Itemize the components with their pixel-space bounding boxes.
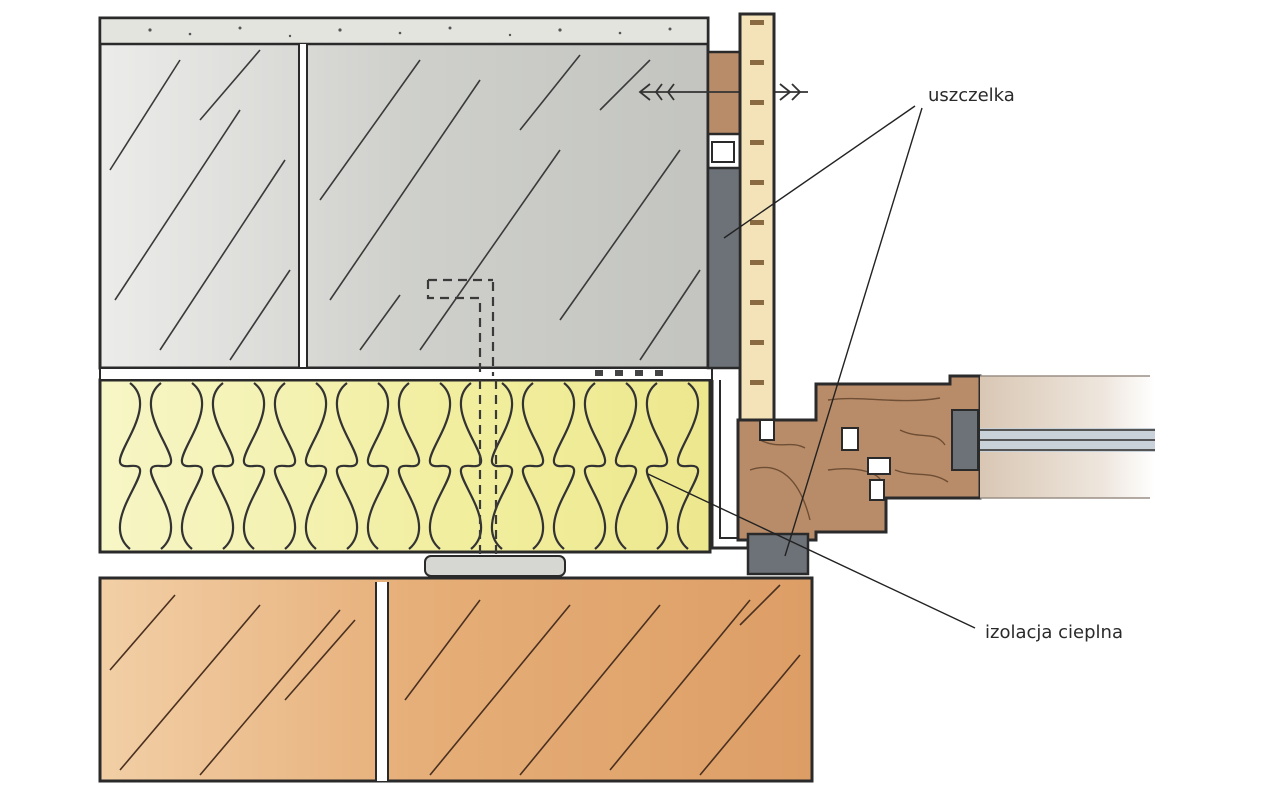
glazing-unit — [951, 375, 1155, 499]
insulation-wave-pattern — [118, 382, 700, 550]
callout-leader-lines — [647, 105, 976, 629]
brick-hatch — [109, 584, 801, 776]
insulation-label: izolacja cieplna — [985, 622, 1123, 643]
concrete-speckles — [148, 26, 672, 38]
fastener-arrow — [638, 83, 808, 101]
seal-vertical — [706, 166, 742, 370]
concrete-hatch — [109, 49, 701, 361]
insulation-gap-strip — [99, 367, 713, 381]
seal-leader-lower — [784, 107, 923, 557]
seal-bottom — [746, 532, 810, 576]
seal-label: uszczelka — [928, 85, 1015, 106]
seal-leader-upper — [723, 105, 916, 239]
insulation-leader — [647, 473, 976, 629]
concrete-cap-layer — [98, 16, 710, 46]
support-pad — [424, 555, 566, 577]
brick-wall-block — [98, 576, 814, 783]
thermal-insulation-layer — [98, 367, 713, 554]
concrete-wall-block — [98, 16, 710, 370]
cladding-board — [738, 12, 776, 442]
